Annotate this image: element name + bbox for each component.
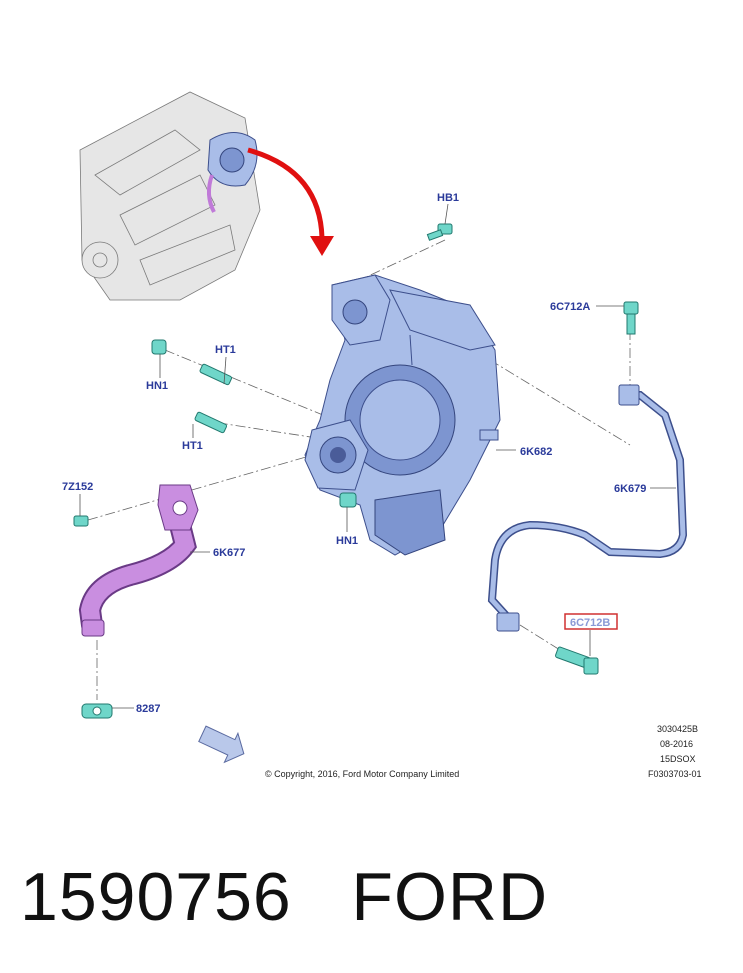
part-number-caption: 1590756 FORD <box>20 852 740 942</box>
front-direction-arrow-icon <box>198 725 245 764</box>
label-ht1-top: HT1 <box>215 344 236 356</box>
bolt-7z152-icon <box>73 515 89 527</box>
bolt-6c712a-icon <box>623 301 639 315</box>
label-6k677: 6K677 <box>213 547 245 559</box>
fasteners <box>73 223 639 719</box>
doc-figure-id: F0303703-01 <box>648 769 702 779</box>
label-6c712a: 6C712A <box>550 301 590 313</box>
label-8287: 8287 <box>136 703 160 715</box>
oil-feed-pipe-6k679 <box>487 384 688 632</box>
doc-code: 3030425B <box>657 724 698 734</box>
label-6k679: 6K679 <box>614 483 646 495</box>
turbocharger-6k682 <box>304 274 501 556</box>
doc-series: 15DSOX <box>660 754 696 764</box>
label-ht1-bottom: HT1 <box>182 440 203 452</box>
label-hn1-bottom: HN1 <box>336 535 358 547</box>
oil-return-pipe-6k677 <box>78 484 199 637</box>
label-7z152: 7Z152 <box>62 481 93 493</box>
label-hb1: HB1 <box>437 192 459 204</box>
part-number: 1590756 <box>20 859 292 935</box>
stud-ht1-top-icon <box>199 363 233 386</box>
highlight-box-6c712b <box>564 613 618 630</box>
nut-hn1-bottom-icon <box>339 492 357 508</box>
brand-name: FORD <box>351 859 549 935</box>
stud-ht1-bottom-icon <box>194 411 228 434</box>
engine-overview-illustration <box>79 91 261 301</box>
label-6k682: 6K682 <box>520 446 552 458</box>
doc-date: 08-2016 <box>660 739 693 749</box>
label-hn1-top: HN1 <box>146 380 168 392</box>
copyright-notice: © Copyright, 2016, Ford Motor Company Li… <box>265 769 459 779</box>
red-indicator-arrow <box>247 147 334 256</box>
leader-lines <box>79 203 676 709</box>
exploded-parts-diagram: HB1 6C712A HT1 HN1 HT1 6K682 7Z152 6K679… <box>62 91 702 779</box>
nut-hn1-top-icon <box>151 339 167 355</box>
label-6c712b: 6C712B <box>570 617 610 629</box>
